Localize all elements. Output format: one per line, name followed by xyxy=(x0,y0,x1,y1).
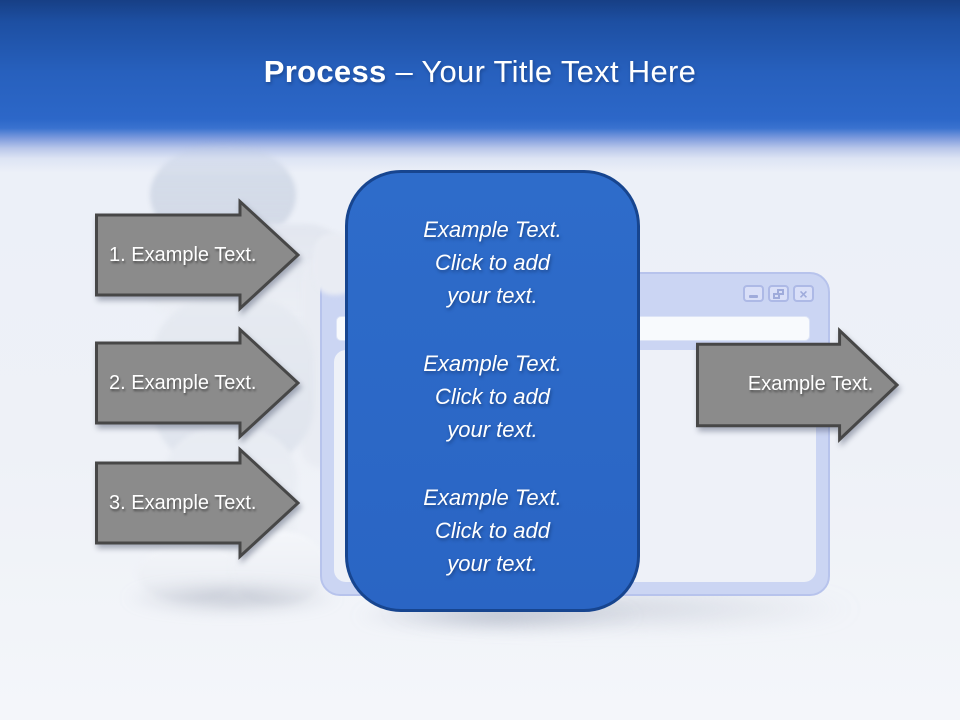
close-button[interactable]: × xyxy=(793,285,814,302)
process-arrow-3[interactable]: 3. Example Text. xyxy=(95,446,301,560)
page-title: Process – Your Title Text Here xyxy=(0,54,960,90)
text-block-2: Example Text. Click to add your text. xyxy=(348,347,637,446)
close-icon: × xyxy=(799,285,808,302)
arrow-label: 3. Example Text. xyxy=(109,491,257,514)
minimize-icon xyxy=(749,294,758,298)
title-separator: – xyxy=(386,54,422,89)
text-line: Example Text. xyxy=(423,485,562,510)
process-arrow-1[interactable]: 1. Example Text. xyxy=(95,198,301,312)
window-controls: × xyxy=(743,285,814,302)
arrow-label: 1. Example Text. xyxy=(109,243,257,266)
process-arrow-2[interactable]: 2. Example Text. xyxy=(95,326,301,440)
title-text: Your Title Text Here xyxy=(421,54,697,89)
shadow-under-figure xyxy=(123,582,341,614)
text-line: Click to add xyxy=(435,384,550,409)
restore-icon xyxy=(773,288,784,299)
text-block-3: Example Text. Click to add your text. xyxy=(348,481,637,580)
text-line: Click to add xyxy=(435,250,550,275)
text-line: Click to add xyxy=(435,518,550,543)
arrow-label: Example Text. xyxy=(747,372,874,395)
title-keyword: Process xyxy=(263,54,387,89)
arrow-label: 2. Example Text. xyxy=(109,371,257,394)
text-line: your text. xyxy=(447,283,538,308)
arrow-shape-icon xyxy=(95,198,301,312)
arrow-shape-icon xyxy=(696,327,900,443)
arrow-shape-icon xyxy=(95,446,301,560)
text-line: Example Text. xyxy=(423,351,562,376)
text-line: Example Text. xyxy=(423,217,562,242)
restore-button[interactable] xyxy=(768,285,789,302)
text-block-1: Example Text. Click to add your text. xyxy=(348,213,637,312)
minimize-button[interactable] xyxy=(743,285,764,302)
text-line: your text. xyxy=(447,551,538,576)
arrow-shape-icon xyxy=(95,326,301,440)
text-line: your text. xyxy=(447,417,538,442)
process-arrow-output[interactable]: Example Text. xyxy=(696,327,900,443)
center-text-box[interactable]: Example Text. Click to add your text. Ex… xyxy=(345,170,640,612)
